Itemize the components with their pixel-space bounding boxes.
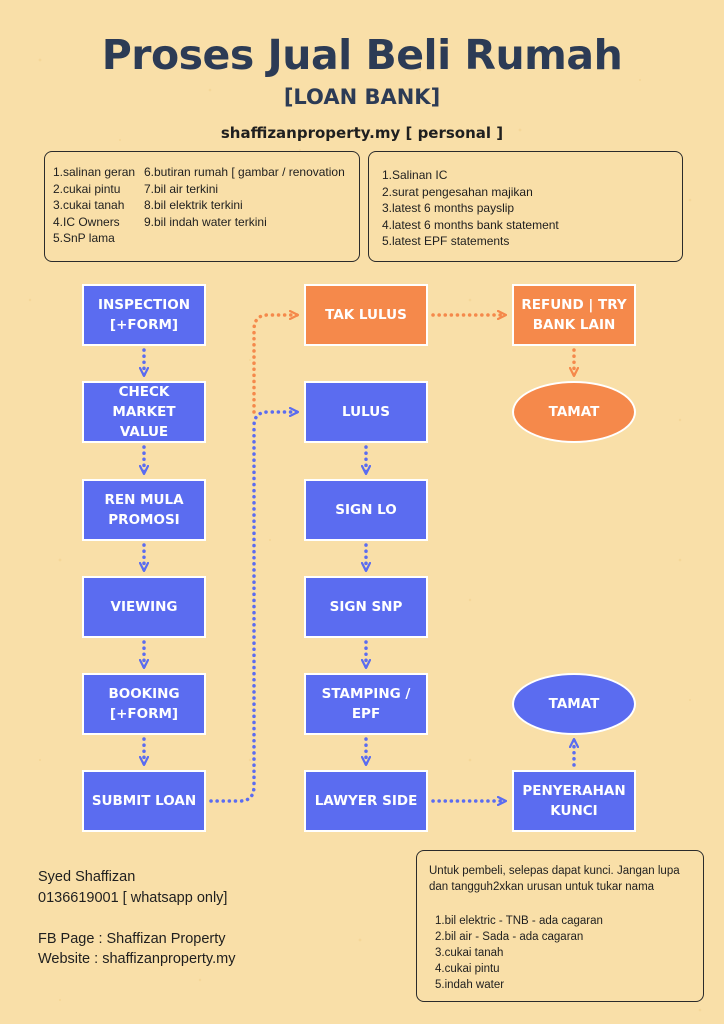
contact-info: Syed Shaffizan 0136619001 [ whatsapp onl… bbox=[38, 867, 235, 970]
note-intro: Untuk pembeli, selepas dapat kunci. Jang… bbox=[429, 865, 680, 893]
spacer bbox=[38, 908, 235, 929]
list-item: 1.salinan geran bbox=[53, 165, 136, 179]
list-item: 4.IC Owners bbox=[53, 214, 120, 229]
property-documents-list-2: 6.butiran rumah [ gambar / renovation 7.… bbox=[144, 164, 345, 230]
website-label: shaffizanproperty.my [ personal ] bbox=[220, 124, 504, 142]
list-item: 2.surat pengesahan majikan bbox=[382, 184, 533, 199]
page-title: Proses Jual Beli Rumah bbox=[101, 31, 623, 79]
contact-website: Website : shaffizanproperty.my bbox=[38, 951, 236, 967]
list-item: 3.cukai tanah bbox=[53, 198, 125, 212]
list-item: 5.indah water bbox=[435, 979, 505, 991]
list-item: 3.latest 6 months payslip bbox=[382, 201, 515, 215]
list-item: 5.latest EPF statements bbox=[382, 234, 510, 248]
contact-fb-page: FB Page : Shaffizan Property bbox=[38, 930, 226, 947]
buyer-documents-panel: 1.Salinan IC 2.surat pengesahan majikan … bbox=[368, 151, 683, 262]
list-item: 7.bil air terkini bbox=[144, 181, 219, 196]
list-item: 8.bil elektrik terkini bbox=[144, 198, 243, 212]
step-penyerahan-kunci: PENYERAHAN KUNCI bbox=[512, 770, 636, 832]
list-item: 1.bil elektric - TNB - ada cagaran bbox=[435, 915, 603, 927]
contact-name: Syed Shaffizan bbox=[38, 869, 136, 885]
after-key-handover-note: Untuk pembeli, selepas dapat kunci. Jang… bbox=[416, 850, 704, 1002]
step-sign-snp: SIGN SNP bbox=[304, 576, 428, 638]
contact-phone: 0136619001 [ whatsapp only] bbox=[38, 889, 228, 906]
property-documents-list-1: 1.salinan geran 2.cukai pintu 3.cukai ta… bbox=[53, 164, 135, 247]
list-item: 4.cukai pintu bbox=[435, 963, 500, 975]
step-booking: BOOKING [+FORM] bbox=[82, 673, 206, 735]
list-item: 2.bil air - Sada - ada cagaran bbox=[435, 931, 584, 943]
property-documents-panel: 1.salinan geran 2.cukai pintu 3.cukai ta… bbox=[44, 151, 360, 262]
list-item: 1.Salinan IC bbox=[382, 168, 448, 182]
step-check-market-value: CHECK MARKET VALUE bbox=[82, 381, 206, 443]
end-tamat-completed: TAMAT bbox=[512, 673, 636, 735]
step-tak-lulus: TAK LULUS bbox=[304, 284, 428, 346]
step-viewing: VIEWING bbox=[82, 576, 206, 638]
list-item: 5.SnP lama bbox=[53, 231, 115, 245]
list-item: 4.latest 6 months bank statement bbox=[382, 217, 559, 232]
note-list: 1.bil elektric - TNB - ada cagaran 2.bil… bbox=[435, 913, 603, 993]
list-item: 2.cukai pintu bbox=[53, 181, 121, 196]
list-item: 9.bil indah water terkini bbox=[144, 214, 267, 229]
step-inspection: INSPECTION [+FORM] bbox=[82, 284, 206, 346]
list-item: 3.cukai tanah bbox=[435, 947, 504, 959]
page-subtitle: [LOAN BANK] bbox=[283, 85, 441, 109]
step-sign-lo: SIGN LO bbox=[304, 479, 428, 541]
list-item: 6.butiran rumah [ gambar / renovation bbox=[144, 165, 345, 179]
step-submit-loan: SUBMIT LOAN bbox=[82, 770, 206, 832]
step-refund-try-bank-lain: REFUND | TRY BANK LAIN bbox=[512, 284, 636, 346]
buyer-documents-list: 1.Salinan IC 2.surat pengesahan majikan … bbox=[382, 167, 559, 250]
step-ren-mula-promosi: REN MULA PROMOSI bbox=[82, 479, 206, 541]
step-lawyer-side: LAWYER SIDE bbox=[304, 770, 428, 832]
end-tamat-rejected: TAMAT bbox=[512, 381, 636, 443]
step-lulus: LULUS bbox=[304, 381, 428, 443]
step-stamping-epf: STAMPING / EPF bbox=[304, 673, 428, 735]
